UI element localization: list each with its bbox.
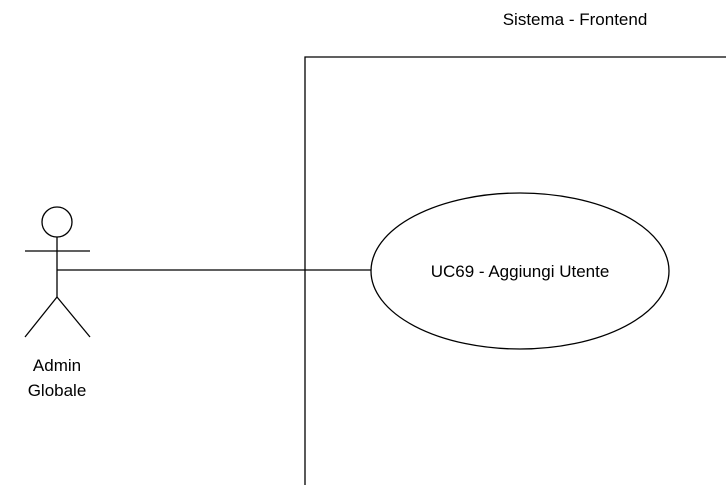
system-boundary-frame [304,56,726,485]
actor-left-leg [24,296,58,338]
actor-admin-globale: Admin Globale [24,206,91,400]
actor-label-line1: Admin [33,356,81,375]
actor-right-leg [56,296,91,338]
system-boundary: Sistema - Frontend [304,10,726,485]
use-case-ellipse [370,192,670,350]
use-case-label: UC69 - Aggiungi Utente [431,262,610,281]
use-case-uc69: UC69 - Aggiungi Utente [370,192,670,350]
actor-label-line2: Globale [28,381,87,400]
actor-head [41,206,73,238]
system-title: Sistema - Frontend [503,10,648,29]
